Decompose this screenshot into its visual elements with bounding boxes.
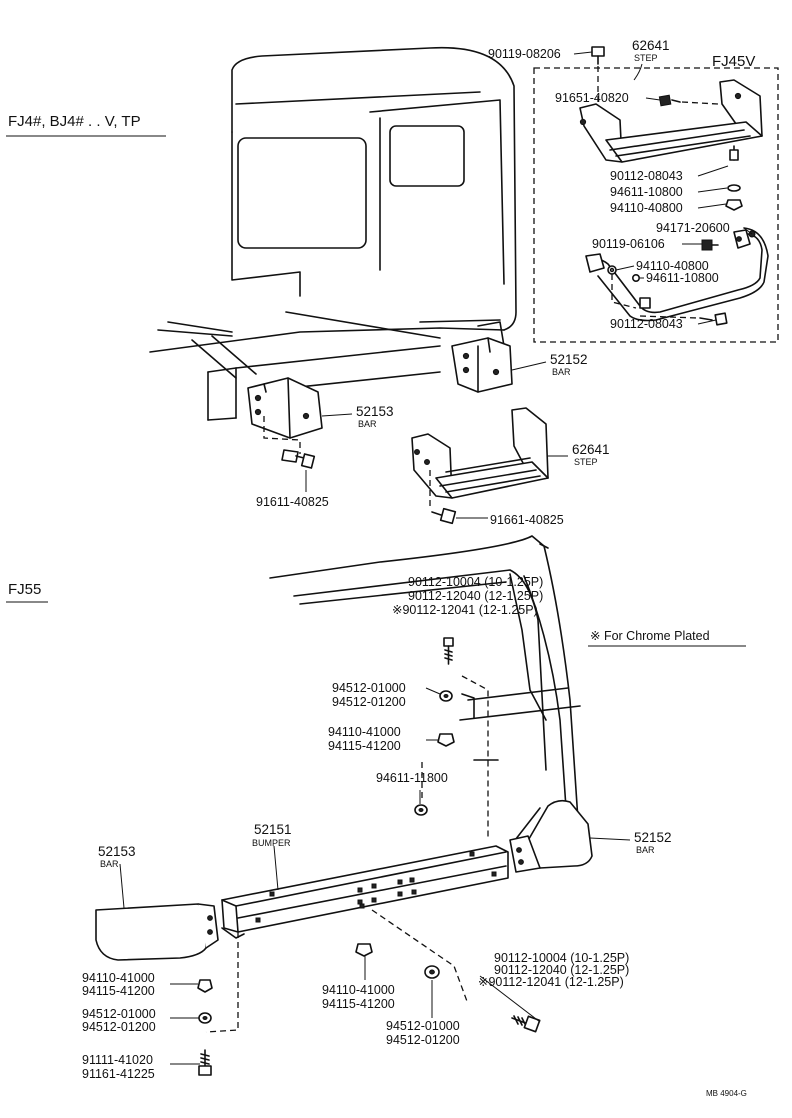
label-bolt-g: 91661-40825: [490, 513, 564, 527]
label-lower-bolt-2: 90112-12040 (12-1.25P): [494, 963, 629, 977]
chrome-note: ※ For Chrome Plated: [590, 629, 710, 643]
label-fj55-bolt-3: ※90112-12041 (12-1.25P): [392, 603, 538, 617]
label-lower-bolt-1: 90112-10004 (10-1.25P): [494, 951, 629, 965]
label-fj55-bolt-2: 90112-12040 (12-1.25P): [408, 589, 543, 603]
label-bolt-e: 90112-08043: [610, 317, 683, 331]
label-step-mid-num: 62641: [572, 442, 610, 457]
section-header-fj55: FJ55: [8, 581, 41, 598]
label-lower-lw-2: 94512-01200: [386, 1033, 460, 1047]
section-header-fj45v: FJ45V: [712, 53, 755, 70]
label-left-nut-1: 94110-41000: [82, 971, 155, 985]
step-62641-mid-part: [411, 407, 549, 499]
label-fj55-bolt-1: 90112-10004 (10-1.25P): [408, 575, 543, 589]
label-bolt-c: 90112-08043: [610, 169, 683, 183]
label-fj55-washer: 94611-11800: [376, 771, 448, 785]
label-fj55-nut-1: 94110-41000: [328, 725, 401, 739]
bar-52153-lower-part: [95, 903, 219, 961]
label-washer-b: 94611-10800: [646, 271, 719, 285]
label-bolt-b: 91651-40820: [555, 91, 629, 105]
bolt-91661-40825-part: [431, 507, 457, 525]
label-bar4-num: 52152: [634, 830, 672, 845]
bumper-52151-part: [221, 845, 509, 939]
label-bar-left-sub: BAR: [358, 419, 377, 429]
fj55-lower-right-hardware: [355, 943, 541, 1033]
label-nut-b: 94110-40800: [636, 259, 709, 273]
leader-lines: [119, 51, 753, 1065]
label-step-top-sub: STEP: [634, 53, 658, 63]
fj55-upper-hardware: [414, 637, 455, 816]
label-step-mid-sub: STEP: [574, 457, 598, 467]
label-left-bolt-1: 91111-41020: [82, 1053, 153, 1067]
bar-52152-top-part: [451, 337, 513, 393]
label-left-nut-2: 94115-41200: [82, 984, 155, 998]
label-bar-right-num: 52152: [550, 352, 588, 367]
fj45v-hardware-stack: [725, 145, 743, 211]
bolt-90119-08206-part: [591, 46, 605, 65]
label-bolt-d: 90119-06106: [592, 237, 665, 251]
label-lower-nut-1: 94110-41000: [322, 983, 395, 997]
label-bar-right-sub: BAR: [552, 367, 571, 377]
label-bracket: 94171-20600: [656, 221, 730, 235]
bolt-91611-40825-part: [281, 449, 316, 469]
label-fj55-lw-1: 94512-01000: [332, 681, 406, 695]
label-fj55-nut-2: 94115-41200: [328, 739, 401, 753]
label-bolt-f: 91611-40825: [256, 495, 329, 509]
bar-52152-lower-part: [509, 799, 593, 873]
label-bar3-num: 52153: [98, 844, 136, 859]
label-bumper-num: 52151: [254, 822, 292, 837]
section-header-top: FJ4#, BJ4# . . V, TP: [8, 113, 141, 130]
bar-52153-top-part: [247, 377, 323, 439]
vehicle-rear-body-fj55: [269, 535, 581, 845]
label-lower-bolt-3: ※90112-12041 (12-1.25P): [478, 975, 624, 989]
label-lower-lw-1: 94512-01000: [386, 1019, 460, 1033]
label-left-lw-1: 94512-01000: [82, 1007, 156, 1021]
label-lower-nut-2: 94115-41200: [322, 997, 395, 1011]
label-washer-a: 94611-10800: [610, 185, 683, 199]
label-left-bolt-2: 91161-41225: [82, 1067, 155, 1081]
step-62641-box-part: [579, 79, 763, 163]
bracket-94171-20600-part: [585, 227, 769, 322]
fj55-lower-left-hardware: [197, 979, 213, 1076]
bolt-91651-40820-part: [658, 94, 681, 107]
footer-code: MB 4904-G: [706, 1089, 747, 1098]
label-bumper-sub: BUMPER: [252, 838, 291, 848]
label-step-top-num: 62641: [632, 38, 670, 53]
label-bolt-a: 90119-08206: [488, 47, 561, 61]
label-fj55-lw-2: 94512-01200: [332, 695, 406, 709]
label-left-lw-2: 94512-01200: [82, 1020, 156, 1034]
label-bar3-sub: BAR: [100, 859, 119, 869]
label-bar-left-num: 52153: [356, 404, 394, 419]
vehicle-rear-body-top: [149, 46, 517, 421]
fj45v-box: [533, 67, 779, 343]
label-bar4-sub: BAR: [636, 845, 655, 855]
label-nut-a: 94110-40800: [610, 201, 683, 215]
